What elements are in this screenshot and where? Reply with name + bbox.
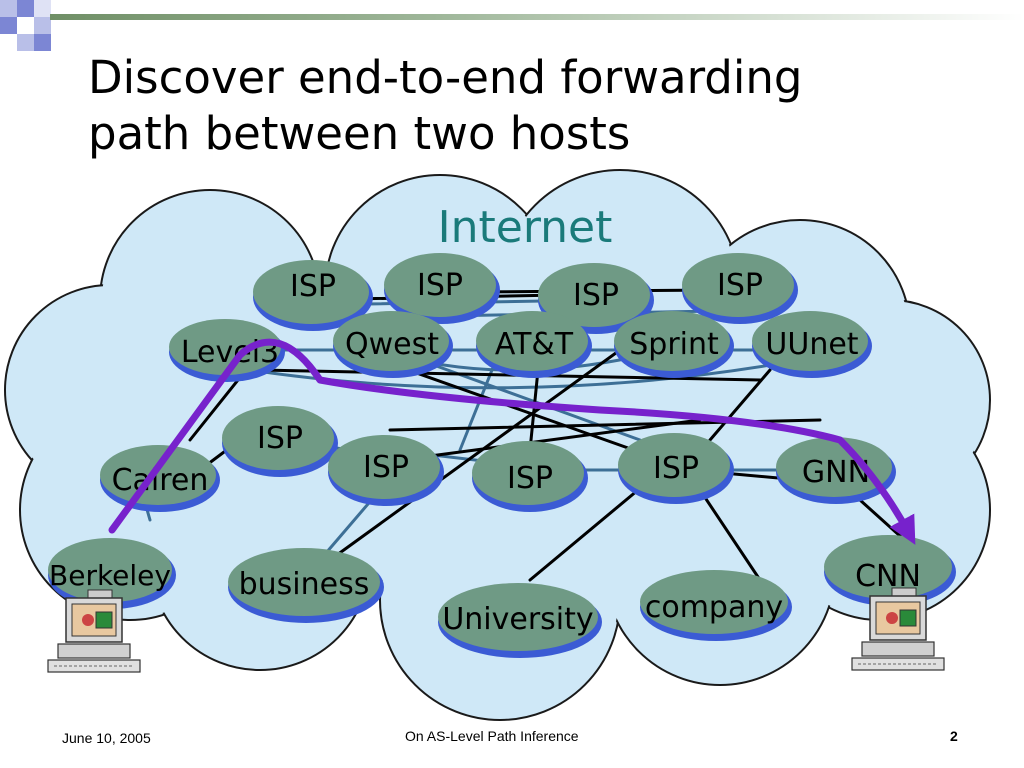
node-isp-2-label: ISP [417,268,463,303]
node-gnn: GNN [776,437,896,504]
node-uunet-label: UUnet [765,327,858,362]
node-isp-8-label: ISP [653,451,699,486]
node-business-label: business [239,567,370,602]
slide-title: Discover end-to-end forwarding path betw… [88,50,988,162]
title-line-2: path between two hosts [88,107,631,160]
corner-square-6 [17,34,34,51]
node-business: business [228,548,384,623]
node-sprint-label: Sprint [629,327,719,362]
corner-square-2 [17,0,34,17]
node-university: University [438,583,602,658]
node-isp-7-label: ISP [507,461,553,496]
corner-square-5 [34,17,51,34]
node-isp-7: ISP [472,441,588,512]
node-company-label: company [645,590,783,625]
footer-date: June 10, 2005 [62,730,151,746]
corner-square-4 [0,17,17,34]
computer-icon-right [851,587,945,671]
node-level3: Level3 [169,319,285,382]
node-isp-5: ISP [222,406,338,477]
title-line-1: Discover end-to-end forwarding [88,51,803,104]
node-isp-8: ISP [618,433,734,504]
node-berkeley-label: Berkeley [49,559,171,592]
node-isp-6: ISP [328,435,444,506]
forwarding-path-arrow [108,338,916,545]
corner-square-1 [0,0,17,17]
node-cnn: CNN [824,535,956,606]
corner-square-7 [34,34,51,51]
node-att-label: AT&T [495,327,574,362]
page-number: 2 [950,728,958,744]
corner-square-3 [34,0,51,17]
node-company: company [640,570,792,641]
node-isp-5-label: ISP [257,421,303,456]
footer-title: On AS-Level Path Inference [405,728,579,744]
internet-label: Internet [438,202,613,253]
node-isp-4-label: ISP [717,268,763,303]
node-isp-2: ISP [384,253,500,324]
node-isp-1: ISP [253,260,373,331]
node-berkeley: Berkeley [48,538,176,609]
computer-icon-left [47,589,141,673]
node-sprint: Sprint [614,311,734,378]
node-university-label: University [442,602,593,637]
node-isp-3-label: ISP [573,278,619,313]
node-isp-6-label: ISP [363,450,409,485]
node-att: AT&T [476,311,592,378]
node-qwest-label: Qwest [345,327,439,362]
node-isp-3: ISP [538,263,654,334]
node-qwest: Qwest [333,311,453,378]
node-isp-1-label: ISP [290,269,336,304]
title-accent-bar [50,14,1024,20]
node-uunet: UUnet [752,311,872,378]
node-isp-4: ISP [682,253,798,324]
